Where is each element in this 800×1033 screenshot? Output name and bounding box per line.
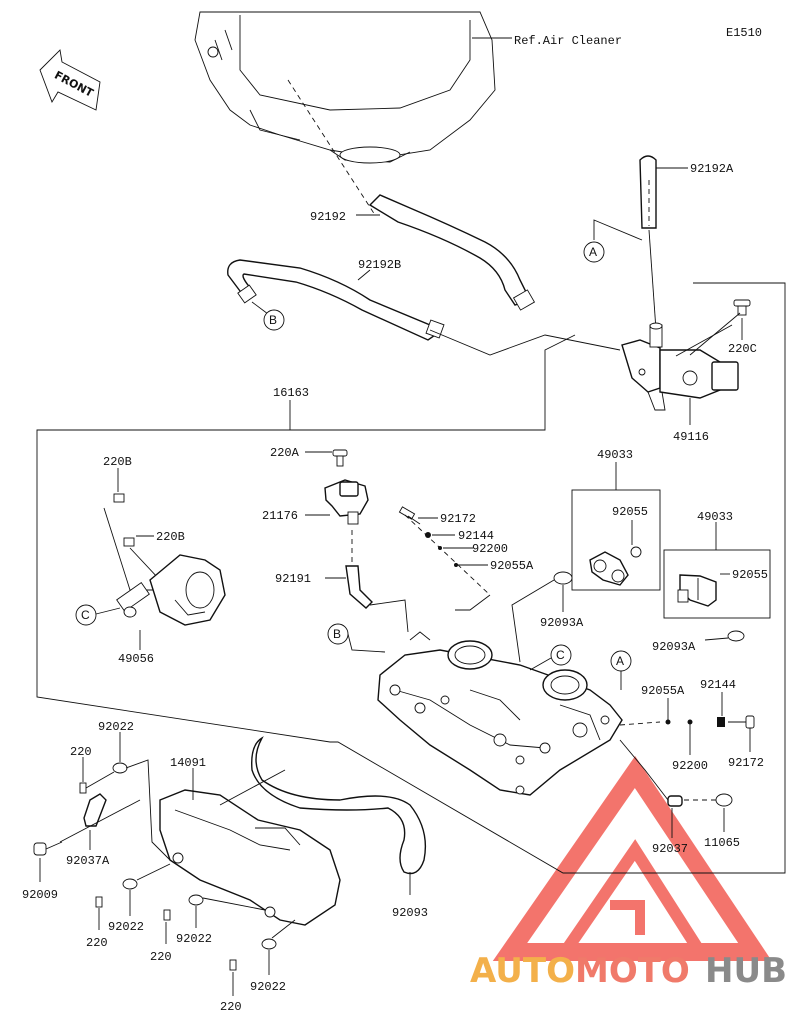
label-92144-right: 92144 — [700, 678, 736, 692]
label-14091: 14091 — [170, 756, 206, 770]
svg-text:C: C — [81, 608, 90, 622]
bolt-92009 — [33, 841, 63, 856]
sensor-21176 — [324, 479, 369, 525]
label-49033-right: 49033 — [697, 510, 733, 524]
svg-text:C: C — [556, 648, 565, 662]
label-92093a-mid: 92093A — [540, 616, 584, 630]
label-92093a-right: 92093A — [652, 640, 696, 654]
label-21176: 21176 — [262, 509, 298, 523]
air-cleaner-ref — [194, 11, 496, 164]
label-49033-left: 49033 — [597, 448, 633, 462]
bolt-220a — [332, 449, 348, 467]
label-220-c: 220 — [150, 950, 172, 964]
label-92172-right: 92172 — [728, 756, 764, 770]
label-92192a: 92192A — [690, 162, 734, 176]
throttle-body — [377, 631, 623, 796]
clip-92037 — [667, 795, 683, 807]
screw-220-b — [95, 896, 103, 908]
ref-air-cleaner-label: Ref.Air Cleaner — [514, 34, 622, 48]
oring-92093a-mid — [553, 571, 573, 585]
hose-92192a — [639, 155, 657, 229]
hose-92191 — [345, 565, 373, 609]
washer-92022-d — [261, 938, 277, 950]
label-92200-top: 92200 — [472, 542, 508, 556]
label-92192: 92192 — [310, 210, 346, 224]
label-49056: 49056 — [118, 652, 154, 666]
seal-92055a-top — [454, 563, 458, 567]
label-92055a-right: 92055A — [641, 684, 685, 698]
callout-c-main — [550, 644, 572, 666]
injector-49033-right — [677, 574, 717, 607]
label-220c: 220C — [728, 342, 757, 356]
oring-92055-left — [630, 546, 642, 558]
washer-92022-c — [188, 894, 204, 906]
injector-49033-left — [589, 551, 629, 586]
screw-220-a — [79, 771, 115, 794]
watermark-moto: MOTO — [575, 951, 690, 991]
label-92022-a: 92022 — [98, 720, 134, 734]
label-92037a: 92037A — [66, 854, 110, 868]
seal-92055a-right — [665, 719, 671, 725]
label-11065: 11065 — [704, 836, 740, 850]
automotohub-watermark: AUTO MOTO HUB — [470, 951, 787, 991]
throttle-housing-49056 — [116, 554, 226, 626]
svg-text:A: A — [616, 654, 624, 668]
watermark-auto: AUTO — [470, 951, 575, 991]
label-92093: 92093 — [392, 906, 428, 920]
seal-92200-right — [687, 719, 693, 725]
bolt-220b-top — [113, 493, 125, 503]
label-92037: 92037 — [652, 842, 688, 856]
oring-92093a-right — [727, 630, 745, 642]
washer-92022-a — [112, 762, 128, 774]
hose-92192b — [227, 259, 440, 341]
label-92055-right: 92055 — [732, 568, 768, 582]
callout-c-left — [75, 604, 97, 626]
watermark-hub: HUB — [705, 951, 787, 991]
valve-49116 — [621, 322, 739, 411]
label-16163: 16163 — [273, 386, 309, 400]
label-92192b: 92192B — [358, 258, 401, 272]
front-arrow-icon: FRONT — [39, 49, 101, 111]
diagram-code: E1510 — [726, 26, 762, 40]
clamp-92037a — [83, 793, 107, 827]
assembly-box-16163 — [36, 282, 786, 874]
label-220-d: 220 — [220, 1000, 242, 1014]
label-92009: 92009 — [22, 888, 58, 902]
seal-92144-top — [425, 532, 431, 538]
screw-220-d — [229, 959, 237, 971]
label-49116: 49116 — [673, 430, 709, 444]
label-92172-top: 92172 — [440, 512, 476, 526]
label-92055-left: 92055 — [612, 505, 648, 519]
callout-b-top — [263, 309, 285, 331]
label-92144-top: 92144 — [458, 529, 494, 543]
injector-bolt-92172-top — [398, 506, 421, 525]
automotohub-logo — [492, 756, 772, 961]
svg-text:A: A — [589, 245, 597, 259]
label-92022-b: 92022 — [108, 920, 144, 934]
label-92200-right: 92200 — [672, 759, 708, 773]
cover-14091 — [159, 789, 341, 926]
label-220-a: 220 — [70, 745, 92, 759]
svg-text:B: B — [333, 627, 341, 641]
gasket-92093 — [251, 736, 427, 875]
callout-a-top — [583, 241, 605, 263]
label-220b-mid: 220B — [156, 530, 185, 544]
label-220a: 220A — [270, 446, 300, 460]
injector-box-49033-right — [663, 549, 771, 619]
seal-92144-right — [717, 717, 725, 727]
label-220-b: 220 — [86, 936, 108, 950]
washer-92022-b — [122, 878, 138, 890]
bolt-220b-mid — [123, 537, 135, 547]
cap-11065 — [715, 793, 733, 807]
label-92055a-top: 92055A — [490, 559, 534, 573]
svg-text:B: B — [269, 313, 277, 327]
label-220b-top: 220B — [103, 455, 132, 469]
label-92022-d: 92022 — [250, 980, 286, 994]
label-92191: 92191 — [275, 572, 311, 586]
bolt-92172-right — [728, 715, 755, 729]
screw-220-c — [163, 909, 171, 921]
hose-92192 — [368, 194, 531, 306]
label-92022-c: 92022 — [176, 932, 212, 946]
